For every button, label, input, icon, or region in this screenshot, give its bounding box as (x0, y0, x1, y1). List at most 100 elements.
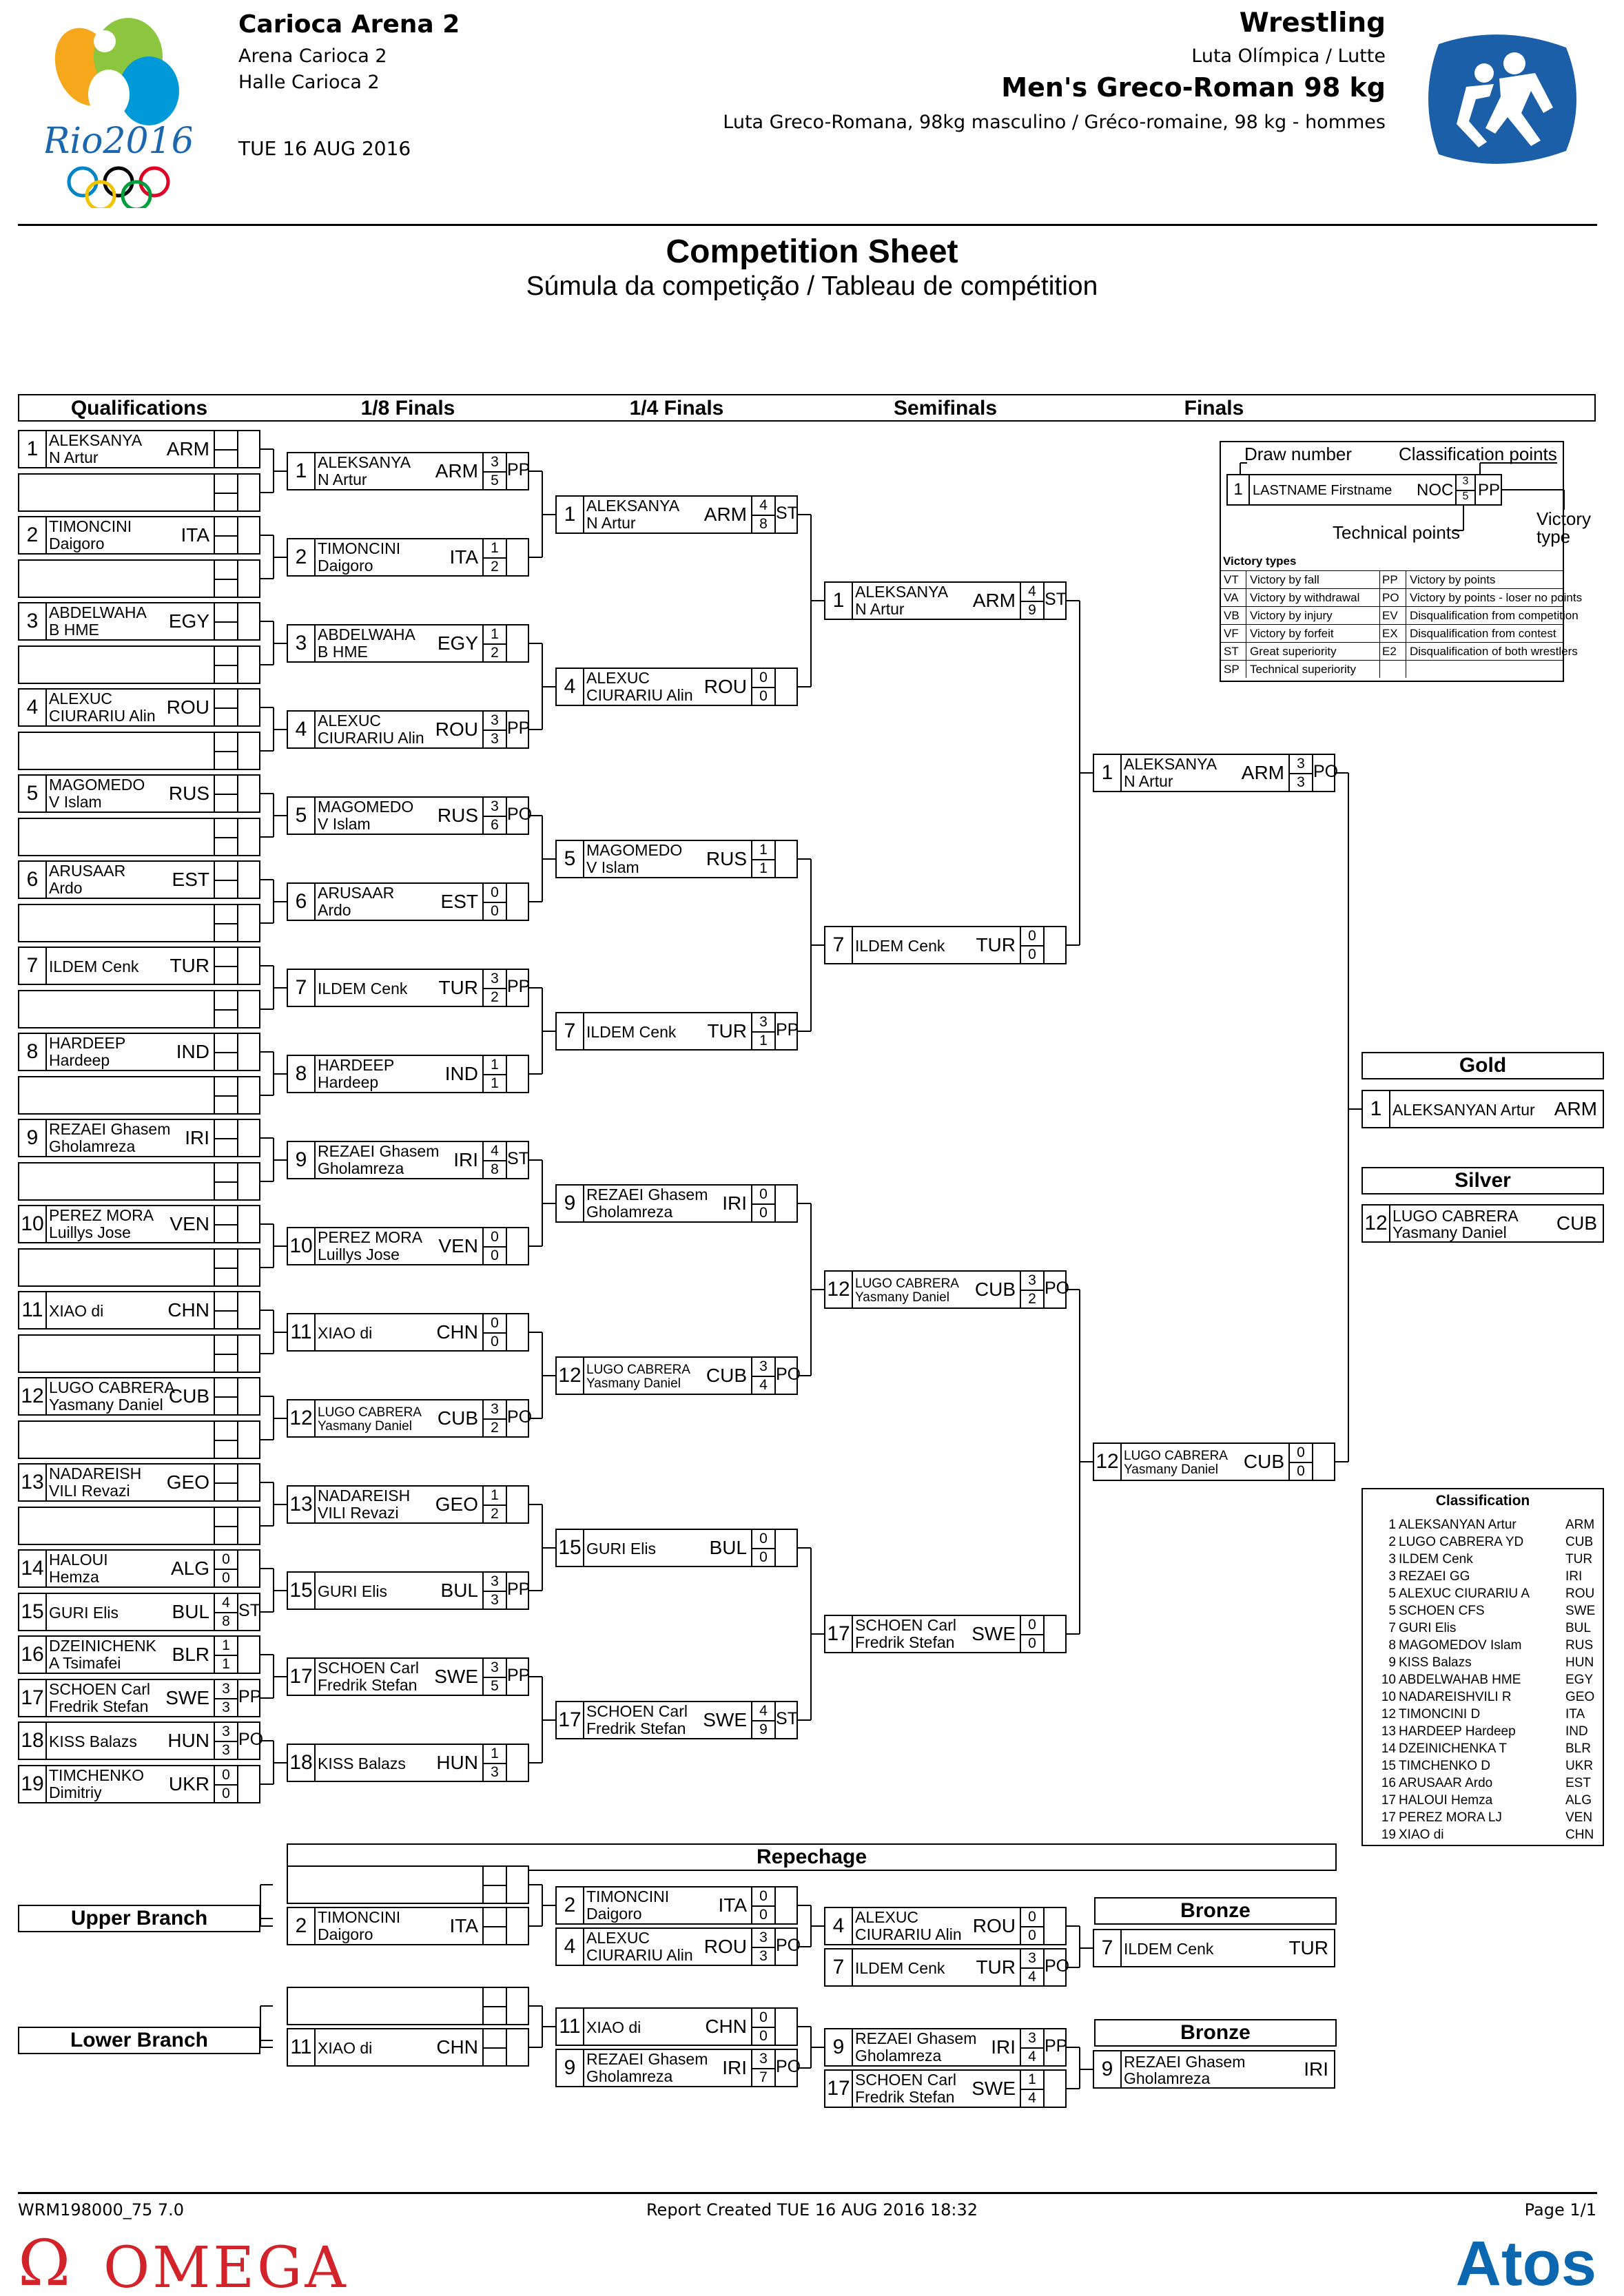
score-divider (214, 1612, 237, 1613)
athlete-name-line2: Luillys Jose (318, 1245, 400, 1263)
score-divider (482, 1504, 506, 1506)
noc-code: ALG (170, 1558, 209, 1579)
classification-points: 3 (491, 798, 499, 814)
draw-number: 13 (21, 1471, 44, 1493)
noc-code: ARM (703, 504, 747, 525)
classification-points: 3 (759, 1014, 768, 1030)
score-divider (774, 1929, 776, 1965)
score-divider (237, 1250, 238, 1285)
classification-noc: UKR (1565, 1759, 1594, 1773)
score-divider (214, 579, 237, 580)
victory-type: PP (1045, 2036, 1068, 2056)
noc-code: EGY (437, 632, 478, 654)
classification-points: 3 (491, 971, 499, 986)
score-divider (237, 776, 238, 811)
noc-code: ROU (435, 718, 478, 740)
noc-code: VEN (438, 1235, 478, 1256)
legend-cell: PP (1382, 573, 1398, 586)
athlete-name-line1: REZAEI Ghasem (49, 1120, 171, 1138)
classification-noc: HUN (1565, 1655, 1594, 1670)
draw-number: 6 (26, 868, 39, 891)
draw-number: 17 (827, 2077, 850, 2100)
athlete-name-line2: CIURARIU Alin (586, 686, 693, 704)
draw-number: 11 (290, 1321, 312, 1343)
num-divider (1389, 1091, 1390, 1127)
score-divider (1043, 1616, 1045, 1652)
num-divider (45, 1766, 47, 1802)
silver-label: Silver (1455, 1169, 1511, 1192)
draw-number: 12 (558, 1364, 582, 1387)
score-divider (1020, 1926, 1043, 1927)
classification-name: REZAEI GG (1399, 1569, 1470, 1584)
noc-code: CHN (705, 2016, 747, 2037)
score-divider (482, 2047, 506, 2049)
num-divider (314, 798, 316, 834)
upper-branch-label: Upper Branch (70, 1907, 208, 1930)
num-divider (314, 453, 316, 489)
score-divider (214, 1224, 237, 1225)
draw-number: 9 (295, 1148, 307, 1171)
draw-number: 15 (289, 1579, 313, 1602)
classification-noc: ITA (1565, 1707, 1585, 1721)
athlete-name-line1: ALEXUC (586, 669, 650, 687)
score-divider (751, 1947, 774, 1948)
classification-noc: SWE (1565, 1604, 1596, 1618)
noc-code: ROU (703, 1936, 747, 1957)
score-divider (506, 1988, 507, 2024)
score-divider (482, 988, 506, 989)
classification-rank: 5 (1388, 1586, 1396, 1601)
athlete-name-line1: ILDEM Cenk (855, 937, 945, 955)
draw-number: 12 (21, 1385, 44, 1407)
athlete-name-line2: V Islam (49, 793, 102, 811)
score-divider (1020, 601, 1043, 602)
num-divider (583, 1929, 584, 1965)
athlete-name-line2: Luillys Jose (49, 1223, 131, 1241)
athlete-name-line2: N Artur (318, 470, 367, 488)
technical-points: 0 (759, 1549, 768, 1565)
athlete-name-line1: ARUSAAR (49, 862, 126, 880)
score-divider (506, 1487, 507, 1522)
num-divider (45, 690, 47, 725)
num-divider (314, 625, 316, 661)
technical-points: 3 (491, 731, 499, 747)
score-divider (237, 819, 238, 855)
classification-noc: EST (1565, 1776, 1591, 1790)
athlete-name-line1: HALOUI (49, 1551, 108, 1569)
score-divider (237, 1508, 238, 1544)
draw-number: 1 (1370, 1097, 1382, 1120)
score-divider (506, 798, 507, 834)
bronze-upper-label: Bronze (1180, 1899, 1251, 1922)
score-divider (237, 862, 238, 898)
draw-number: 1 (1101, 761, 1113, 784)
classification-rank: 15 (1381, 1759, 1396, 1773)
athlete-name-line2: Fredrik Stefan (49, 1697, 149, 1715)
score-divider (214, 923, 237, 924)
num-divider (45, 1378, 47, 1414)
score-divider (237, 1163, 238, 1199)
legend-cell: Technical superiority (1250, 663, 1357, 676)
athlete-name-line1: ILDEM Cenk (1124, 1940, 1214, 1958)
athlete-name-line1: ALEKSANYA (1124, 755, 1217, 773)
score-divider (1020, 1967, 1043, 1969)
athlete-name-line2: Gholamreza (1124, 2069, 1211, 2087)
lower-branch-label: Lower Branch (70, 2029, 209, 2051)
competitor-entry (287, 1865, 529, 1904)
noc-code: SWE (703, 1709, 747, 1730)
classification-name: NADAREISHVILI R (1399, 1690, 1512, 1704)
noc-code: VEN (169, 1213, 209, 1234)
victory-type: PO (507, 805, 533, 824)
classification-name: ABDELWAHAB HME (1399, 1673, 1521, 1687)
athlete-name-line1: PEREZ MORA (49, 1206, 154, 1224)
score-divider (237, 1206, 238, 1242)
